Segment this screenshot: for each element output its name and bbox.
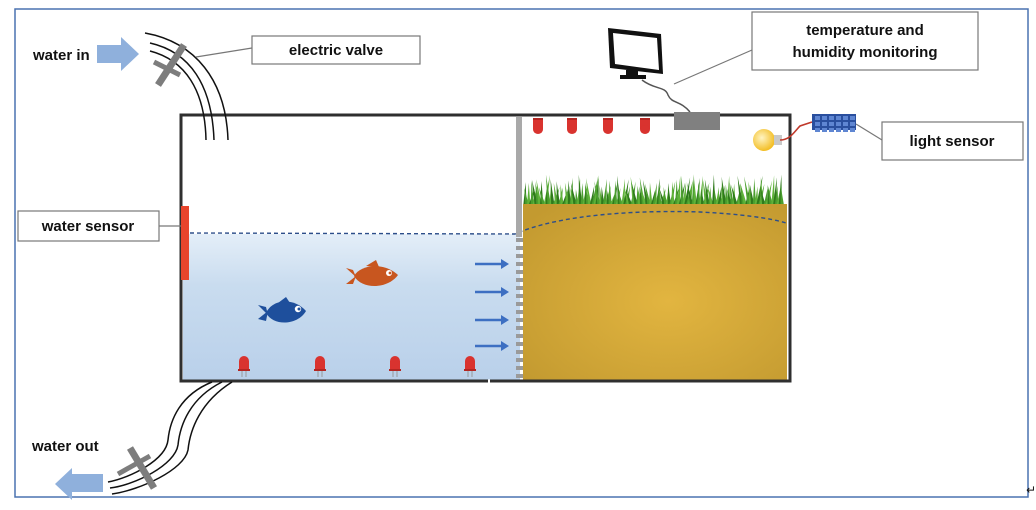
electric-valve-box (251, 35, 421, 65)
led-icon (533, 118, 543, 134)
water-out-arrow (55, 468, 103, 500)
led-icon (567, 118, 577, 134)
light-sensor-box (881, 121, 1024, 161)
temperature-label-line1: temperature and (806, 22, 924, 39)
monitor-cable (641, 79, 691, 113)
soil-bed (523, 204, 787, 381)
water-level-line (189, 210, 787, 235)
light-sensor-icon (812, 114, 856, 132)
filter-grate (516, 238, 523, 378)
divider-wall (516, 117, 522, 237)
led-icon (640, 118, 650, 134)
monitor-icon (608, 28, 663, 79)
light-sensor-label: light sensor (909, 133, 994, 150)
light-sensor-leader (855, 123, 883, 141)
fish-icon (346, 260, 398, 287)
top-leds (533, 118, 650, 134)
temperature-leader (673, 49, 753, 85)
outlet-pipes (107, 381, 233, 495)
water-out-label: water out (31, 438, 99, 455)
temperature-label-line2: humidity monitoring (793, 44, 938, 61)
fish-icon (258, 297, 306, 323)
temperature-box (751, 11, 979, 71)
water-sensor-strip (181, 206, 189, 280)
grass (523, 174, 784, 204)
diagram-frame (14, 8, 1029, 498)
temperature-humidity-sensor (674, 112, 720, 130)
tank-outline (179, 113, 792, 383)
light-bulb-icon (753, 121, 813, 151)
water-in-arrow (97, 37, 139, 71)
valve-icon (152, 43, 187, 87)
led-icon (603, 118, 613, 134)
water-body (183, 234, 520, 380)
return-mark: ↵ (1026, 483, 1036, 497)
water-sensor-label: water sensor (41, 218, 135, 235)
valve-icon (116, 446, 158, 490)
inlet-pipes (144, 32, 229, 141)
water-sensor-box (17, 210, 160, 242)
water-in-label: water in (32, 47, 90, 64)
electric-valve-leader (195, 47, 253, 58)
electric-valve-label: electric valve (289, 42, 383, 59)
